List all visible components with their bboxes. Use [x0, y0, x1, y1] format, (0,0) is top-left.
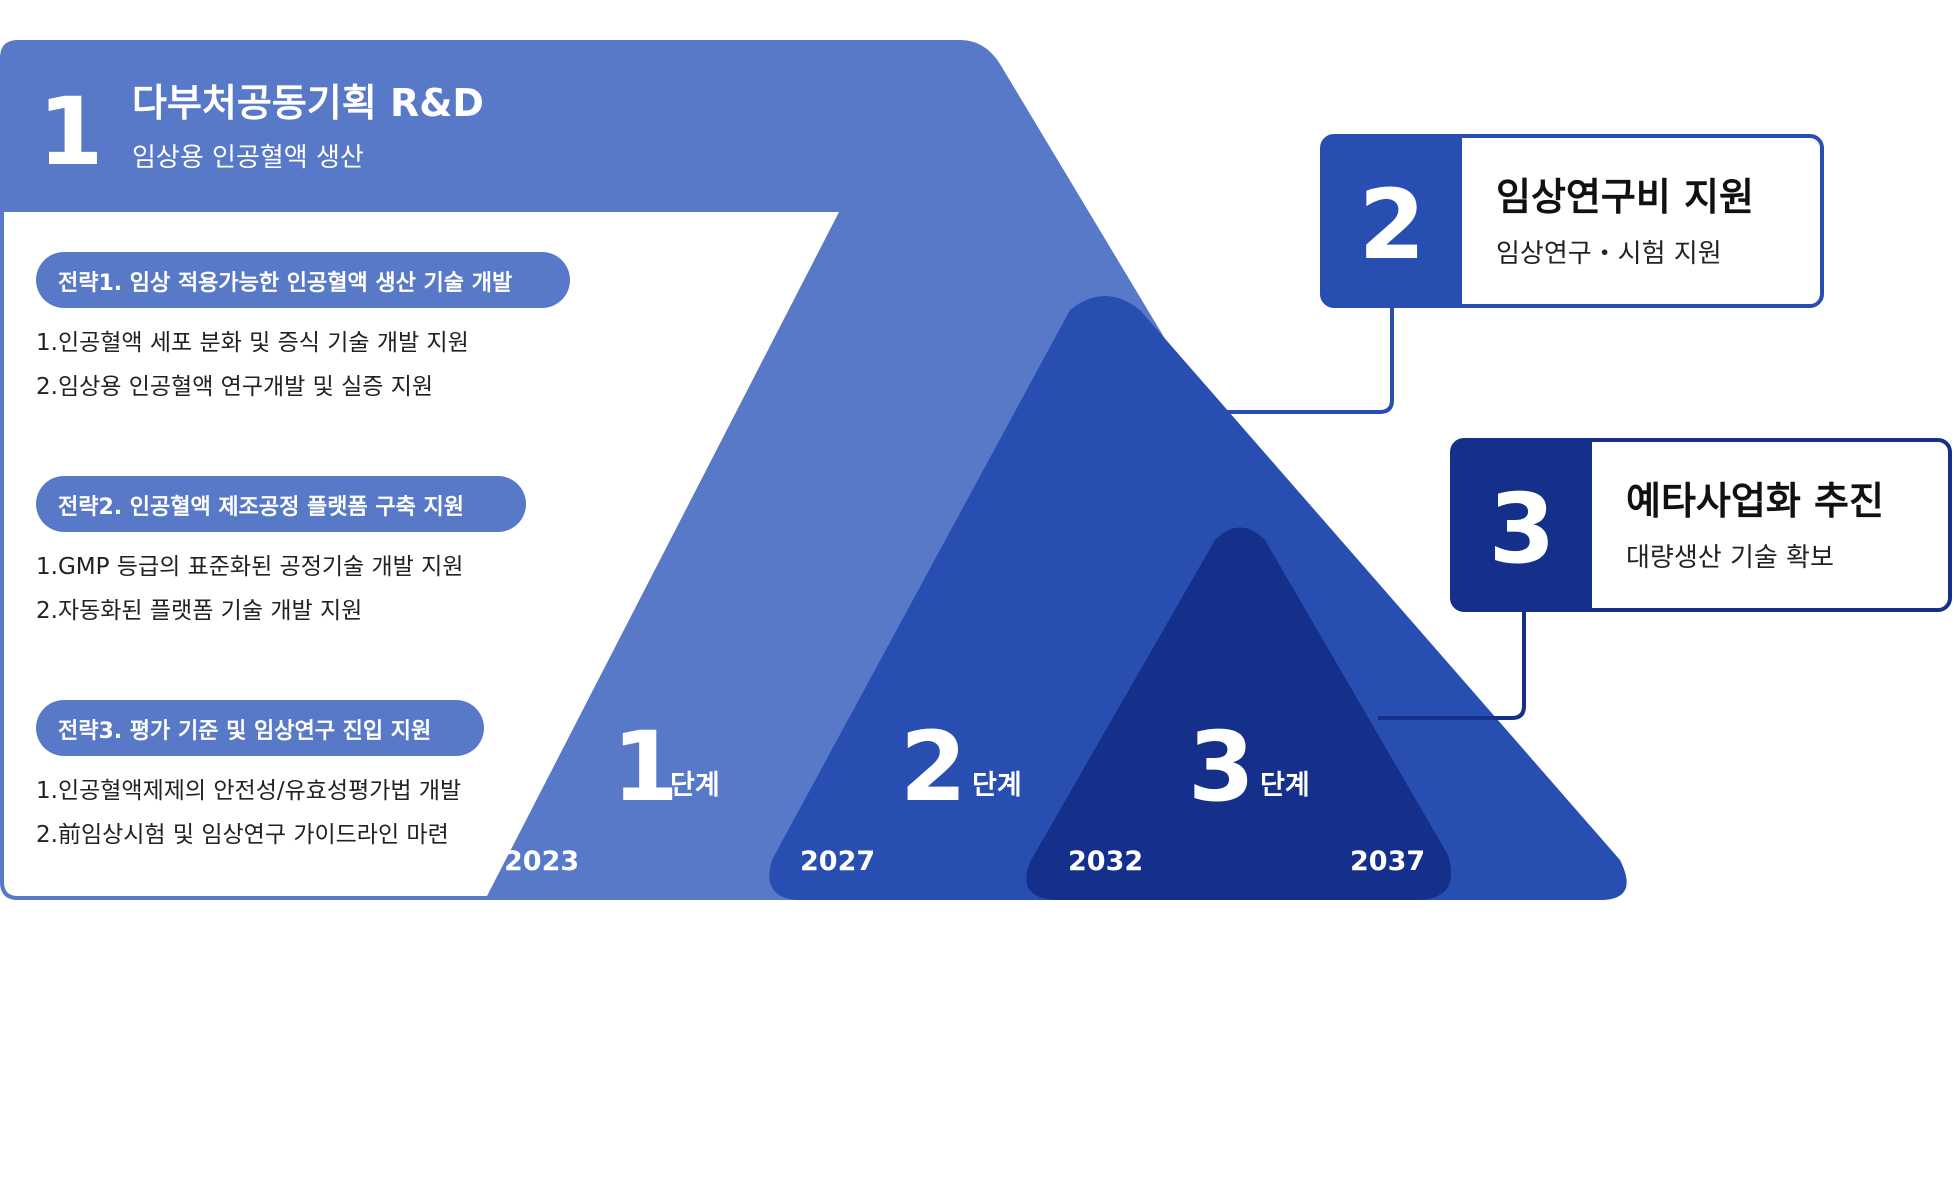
strategy-label: 전략3. 평가 기준 및 임상연구 진입 지원 — [58, 719, 431, 744]
stage3-box-subtitle: 대량생산 기술 확보 — [1626, 543, 1834, 573]
year-2027: 2027 — [800, 846, 875, 877]
strategy-item: 1.인공혈액제제의 안전성/유효성평가법 개발 — [36, 778, 461, 804]
year-2032: 2032 — [1068, 846, 1143, 877]
year-2037: 2037 — [1350, 846, 1425, 877]
strategy-pill — [36, 476, 526, 532]
strategy-pill — [36, 252, 570, 308]
stage2-box-subtitle: 임상연구・시험 지원 — [1496, 239, 1722, 269]
stage3-box-title: 예타사업화 추진 — [1626, 479, 1884, 523]
stage2-box-number-bg — [1322, 136, 1462, 306]
mountain3-label: 단계 — [1260, 770, 1310, 801]
strategy-item: 1.인공혈액 세포 분화 및 증식 기술 개발 지원 — [36, 330, 469, 356]
stage3-box-number: 3 — [1489, 473, 1556, 585]
strategy-item: 2.임상용 인공혈액 연구개발 및 실증 지원 — [36, 374, 433, 400]
stage3-mountain — [1026, 527, 1452, 900]
mountain1-number: 1 — [612, 711, 679, 823]
stage2-box-number: 2 — [1359, 169, 1426, 281]
mountain1-label: 단계 — [670, 770, 720, 801]
strategy-item: 2.前임상시험 및 임상연구 가이드라인 마련 — [36, 822, 449, 848]
mountain2-number: 2 — [900, 711, 967, 823]
strategy-item: 2.자동화된 플랫폼 기술 개발 지원 — [36, 598, 362, 624]
stage3-box-number-bg — [1452, 440, 1592, 610]
mountain3-number: 3 — [1188, 711, 1255, 823]
stage1-title: 다부처공동기획 R&D — [132, 81, 484, 125]
connector-stage2 — [1200, 306, 1394, 414]
strategy-pill — [36, 700, 484, 756]
strategy-item: 1.GMP 등급의 표준화된 공정기술 개발 지원 — [36, 554, 463, 580]
strategy-label: 전략1. 임상 적용가능한 인공혈액 생산 기술 개발 — [58, 271, 512, 296]
stage1-subtitle: 임상용 인공혈액 생산 — [132, 143, 364, 173]
stage1-number: 1 — [38, 78, 103, 187]
year-2023: 2023 — [504, 846, 579, 877]
mountain2-label: 단계 — [972, 770, 1022, 801]
connector-stage3 — [1378, 610, 1526, 720]
strategy-label: 전략2. 인공혈액 제조공정 플랫폼 구축 지원 — [58, 495, 464, 520]
stage2-box-title: 임상연구비 지원 — [1496, 175, 1754, 219]
